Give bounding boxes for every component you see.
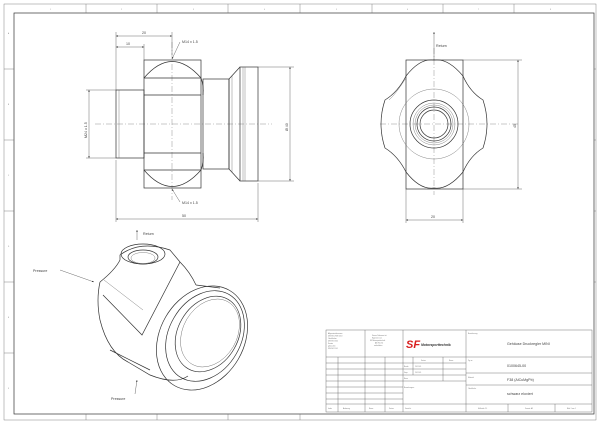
column-datum: Datum	[421, 359, 426, 362]
column-marker: 2	[121, 9, 122, 11]
norm-label: Norm	[404, 378, 409, 380]
copyright-line: SF Motorsporttechnik	[370, 339, 385, 342]
gewicht-label: Gewicht:	[405, 407, 412, 410]
row-marker: D	[8, 246, 10, 248]
note-line: Kanten	[328, 342, 333, 345]
note-line: Oberflächen	[328, 338, 337, 340]
isometric-view: Return Pressure Pressure	[33, 230, 248, 401]
dimension-20: 20	[431, 215, 435, 219]
bezeichnung-value: Gehäuse Druckregler MINI	[507, 342, 550, 346]
dimension-diameter-40: Ø 40	[285, 123, 289, 131]
name-label: Name	[369, 408, 373, 410]
bearb-label: Bearb.	[404, 366, 409, 368]
oberflaeche-label: Oberfläche:	[468, 388, 477, 390]
index-label: Index	[328, 408, 332, 410]
row-marker: F	[8, 388, 9, 390]
bezeichnung-label: Bezeichnung:	[468, 333, 478, 335]
note-line: Allgemeintoleranzen	[328, 332, 343, 335]
material-value: F38 (AlCuMgPb)	[507, 378, 534, 382]
row-marker: E	[8, 317, 9, 319]
copyright-line: Eigentum von	[372, 337, 382, 340]
thread-callout-top: M14 x 1.5	[182, 40, 198, 44]
copyright-line: Dieses Dokument ist	[372, 334, 387, 337]
copyright-line: vorbehalten	[374, 344, 382, 347]
sheet-value: Blatt 1 von 1	[567, 407, 576, 410]
return-label: Return	[436, 44, 447, 48]
logo-letters: SF	[406, 339, 420, 351]
oberflaeche-value: schwarz eloxiert	[507, 392, 533, 396]
bemerkungen-label: Bemerkungen:	[404, 387, 415, 389]
dimension-20: 20	[142, 31, 146, 35]
dimension-10: 10	[126, 42, 130, 46]
row-marker: A	[8, 32, 10, 35]
format-value: Format: A3	[525, 407, 533, 410]
note-line: DIN ISO 1302	[328, 341, 338, 343]
dimension-45: 45	[513, 124, 517, 128]
thread-callout-left: M24 x 1.5	[84, 122, 88, 138]
column-marker: 7	[478, 9, 479, 11]
copyright-line: Alle Rechte	[375, 342, 383, 345]
zg-label: Zg.-nr.:	[468, 360, 474, 362]
zg-value: 0100645-00	[507, 364, 526, 368]
column-marker: 5	[336, 9, 337, 11]
note-line: DIN ISO 2768 mittel	[328, 335, 343, 338]
note-line: gebrochen	[328, 346, 336, 348]
title-block: Allgemeintoleranzen DIN ISO 2768 mittel …	[325, 329, 593, 413]
logo-text: Motorsporttechnik	[421, 343, 452, 347]
material-label: Material:	[468, 376, 475, 379]
datum-label: Datum	[389, 407, 394, 410]
column-name: Name	[449, 360, 453, 362]
bearb-date: 24.11.09	[415, 366, 421, 368]
row-marker: B	[8, 104, 9, 106]
iso-pressure-label-bottom: Pressure	[111, 397, 125, 401]
thread-callout-bottom: M14 x 1.5	[182, 201, 198, 205]
iso-pressure-label-top: Pressure	[33, 269, 47, 273]
front-view: Return 45 20	[380, 32, 522, 223]
side-view: 20 10 M14 x 1.5 M14 x 1.5 M24 x 1.5 Ø 40…	[84, 31, 294, 222]
gepr-date: 24.11.09	[415, 372, 421, 374]
drawing-frame: 1 2 3 4 5 6 7 8 A B C D E F	[3, 3, 597, 421]
note-line: DIN ISO 1101	[328, 348, 338, 350]
row-marker: C	[8, 175, 10, 177]
gepr-label: Gepr.	[404, 372, 408, 374]
column-marker: 6	[407, 9, 408, 11]
column-marker: 3	[193, 9, 194, 11]
scale-value: Maßstab: 2:1	[478, 407, 487, 410]
column-marker: 1	[50, 9, 51, 11]
column-marker: 4	[264, 9, 265, 11]
column-marker: 8	[550, 9, 551, 11]
dimension-50: 50	[182, 214, 186, 218]
aenderung-label: Änderung	[343, 407, 350, 410]
iso-return-label: Return	[143, 232, 154, 236]
company-logo: SF Motorsporttechnik	[406, 339, 452, 351]
